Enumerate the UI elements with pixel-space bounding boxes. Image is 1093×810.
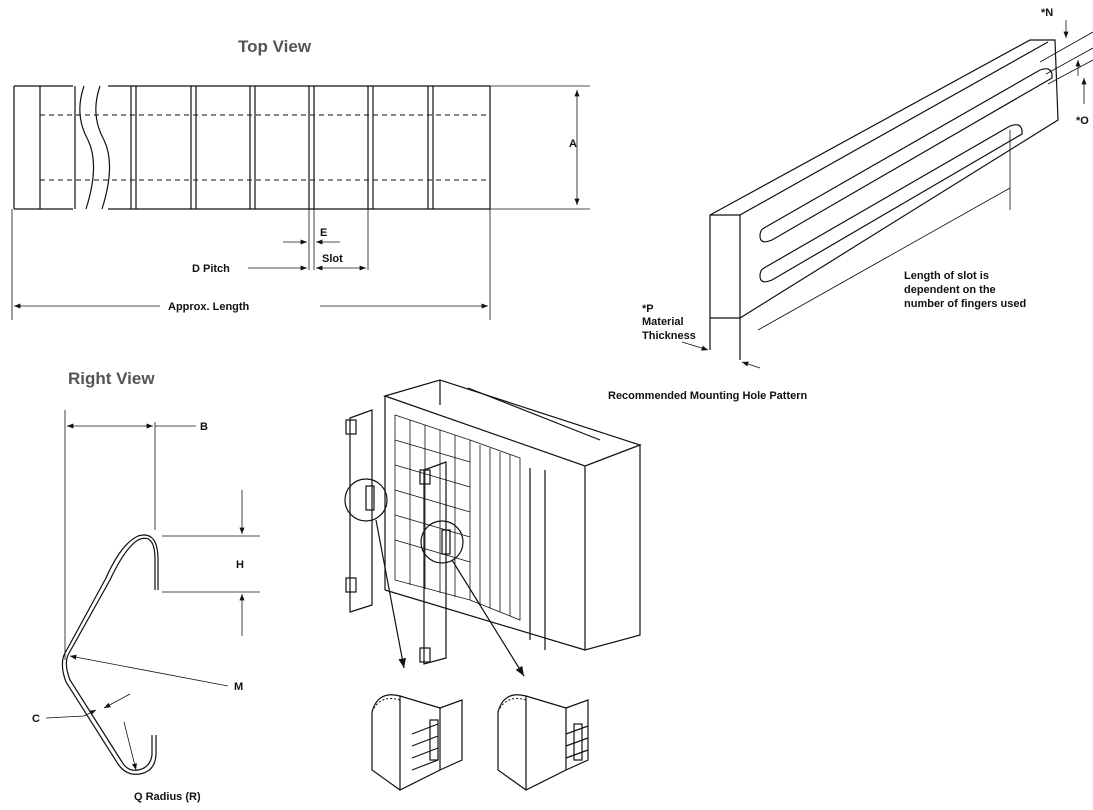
detail-circle-left <box>344 478 388 522</box>
dim-b-label: B <box>200 421 208 433</box>
gasket-strip-top-view <box>13 85 491 210</box>
dim-m-label: M <box>234 681 243 693</box>
dim-n-label: *N <box>1041 7 1053 19</box>
dim-o-label: *O <box>1076 115 1089 127</box>
circuit-card-left <box>345 409 375 613</box>
mounting-caption: Recommended Mounting Hole Pattern <box>608 390 808 402</box>
dim-e-label: E <box>320 227 327 239</box>
slot-note-line-1: Length of slot is <box>904 270 989 282</box>
dim-a-label: A <box>569 138 577 150</box>
dim-h-label: H <box>236 559 244 571</box>
dim-d-pitch-label: D Pitch <box>192 263 230 275</box>
dim-c-label: C <box>32 713 40 725</box>
detail-inset-left <box>371 694 463 791</box>
card-cage-illustration <box>344 379 642 791</box>
mounting-hole-pattern: *N *O Length of slot is dependent on the… <box>608 7 1093 402</box>
dim-p-label: *P <box>642 303 654 315</box>
detail-circle-right <box>420 520 464 564</box>
card-cage-enclosure <box>383 379 642 651</box>
detail-inset-right <box>497 694 589 791</box>
circuit-card-right <box>419 461 451 665</box>
dim-slot-label: Slot <box>322 253 343 265</box>
finger-dividers <box>39 86 434 209</box>
mounting-slot-upper <box>759 68 1053 243</box>
right-view-title: Right View <box>68 369 155 388</box>
dim-q-label: Q Radius (R) <box>134 791 201 803</box>
thickness-label: Thickness <box>642 330 696 342</box>
material-label: Material <box>642 316 684 328</box>
mounting-slot-lower <box>759 124 1023 283</box>
top-view-title: Top View <box>238 37 312 56</box>
right-view: Right View B H M C Q Radius (R) <box>32 369 260 803</box>
top-view: Top View <box>11 37 590 320</box>
finger-profile <box>65 537 156 771</box>
dim-approx-length-label: Approx. Length <box>168 301 250 313</box>
slot-note-line-2: dependent on the <box>904 284 996 296</box>
slot-note-line-3: number of fingers used <box>904 298 1026 310</box>
mounting-rail <box>709 39 1059 360</box>
